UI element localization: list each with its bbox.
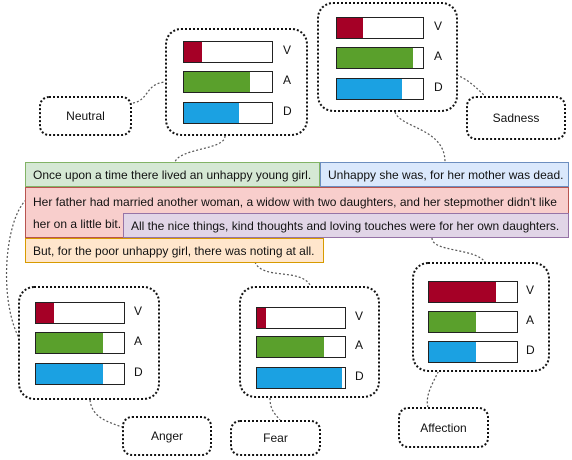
fear-dominance-letter: D: [355, 369, 364, 383]
sadness-valence-fill: [337, 18, 363, 38]
neutral-valence-track: [183, 41, 273, 63]
affection-dominance-track: [428, 341, 518, 363]
neutral-valence-fill: [184, 42, 202, 62]
sadness-arousal-fill: [337, 48, 413, 68]
affection-valence-track: [428, 281, 518, 303]
anger-arousal-letter: A: [134, 334, 143, 348]
connector-affection-sentence: [431, 237, 486, 263]
affection-label: Affection: [398, 407, 489, 448]
fear-valence-letter: V: [355, 309, 364, 323]
neutral-dominance-track: [183, 102, 273, 124]
connector-fear-sentence: [254, 261, 311, 286]
story-sentence-5: But, for the poor unhappy girl, there wa…: [25, 238, 324, 263]
fear-dominance-track: [256, 367, 346, 389]
neutral-arousal-letter: A: [283, 73, 292, 87]
story-sentence-1: Once upon a time there lived an unhappy …: [25, 162, 320, 187]
fear-valence-fill: [257, 308, 266, 328]
story-sentence-3: Her father had married another woman, a …: [25, 187, 569, 238]
connector-neutral-label: [132, 81, 169, 104]
anger-valence-fill: [36, 303, 54, 323]
sadness-dominance-letter: D: [434, 80, 443, 94]
neutral-vad-panel: V A D: [165, 28, 308, 136]
anger-valence-track: [35, 302, 125, 324]
sadness-arousal-letter: A: [434, 49, 443, 63]
sadness-dominance-track: [336, 78, 424, 100]
fear-label: Fear: [230, 420, 321, 456]
neutral-arousal-track: [183, 71, 273, 93]
affection-arousal-track: [428, 311, 518, 333]
affection-arousal-letter: A: [526, 313, 535, 327]
affection-dominance-letter: D: [526, 343, 535, 357]
neutral-label: Neutral: [39, 96, 132, 136]
story-sentence-4: All the nice things, kind thoughts and l…: [123, 213, 569, 238]
fear-dominance-fill: [257, 368, 343, 388]
anger-dominance-fill: [36, 364, 103, 384]
sadness-arousal-track: [336, 47, 424, 69]
fear-arousal-fill: [257, 337, 324, 357]
anger-arousal-track: [35, 332, 125, 354]
neutral-dominance-letter: D: [283, 104, 292, 118]
anger-dominance-letter: D: [134, 365, 143, 379]
affection-dominance-fill: [429, 342, 476, 362]
connector-neutral-sentence: [174, 135, 226, 163]
story-sentence-2: Unhappy she was, for her mother was dead…: [320, 162, 569, 187]
anger-label: Anger: [122, 416, 212, 456]
neutral-arousal-fill: [184, 72, 250, 92]
neutral-dominance-fill: [184, 103, 240, 123]
sadness-valence-letter: V: [434, 19, 443, 33]
connector-affection-label: [426, 367, 441, 409]
affection-vad-panel: V A D: [412, 262, 550, 372]
anger-vad-panel: V A D: [18, 286, 160, 400]
anger-dominance-track: [35, 363, 125, 385]
neutral-valence-letter: V: [283, 43, 292, 57]
connector-anger-label: [89, 399, 126, 429]
connector-sadness-sentence: [394, 111, 446, 163]
anger-arousal-fill: [36, 333, 103, 353]
sadness-vad-panel: V A D: [317, 2, 458, 112]
affection-valence-letter: V: [526, 283, 535, 297]
sadness-valence-track: [336, 17, 424, 39]
fear-valence-track: [256, 307, 346, 329]
sadness-label: Sadness: [466, 96, 566, 140]
sadness-dominance-fill: [337, 79, 403, 99]
fear-arousal-track: [256, 336, 346, 358]
fear-arousal-letter: A: [355, 338, 364, 352]
affection-arousal-fill: [429, 312, 476, 332]
anger-valence-letter: V: [134, 304, 143, 318]
affection-valence-fill: [429, 282, 496, 302]
connector-fear-label: [269, 397, 281, 421]
fear-vad-panel: V A D: [239, 286, 380, 398]
